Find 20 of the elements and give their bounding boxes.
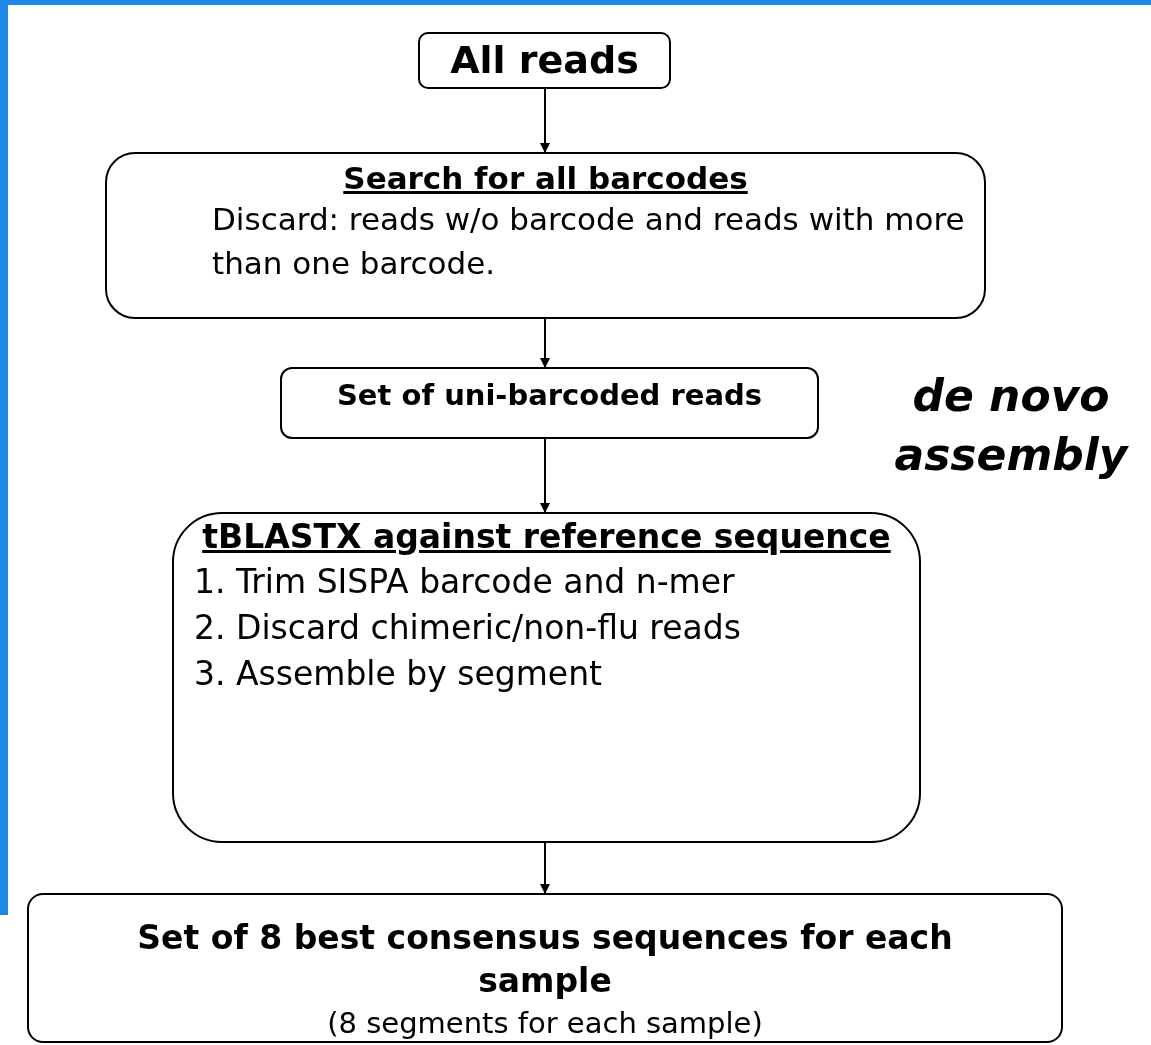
process-box bbox=[280, 367, 819, 439]
box-heading: Set of uni-barcoded reads bbox=[337, 377, 762, 414]
box-heading: tBLASTX against reference sequence bbox=[202, 516, 891, 558]
box-text: Discard: reads w/o barcode and reads with more than one barcode. bbox=[212, 200, 966, 283]
list-item: 1. Trim SISPA barcode and n-mer bbox=[194, 560, 735, 603]
side-note: de novo assembly bbox=[893, 369, 1130, 483]
arrow bbox=[540, 842, 550, 894]
arrow bbox=[540, 438, 550, 513]
process-box bbox=[27, 893, 1063, 1043]
process-box bbox=[418, 32, 671, 89]
process-box bbox=[172, 512, 921, 843]
box-heading: All reads bbox=[450, 36, 639, 84]
list-item: 2. Discard chimeric/non-flu reads bbox=[194, 607, 741, 650]
process-box bbox=[105, 152, 986, 319]
arrow bbox=[540, 318, 550, 368]
box-text: (8 segments for each sample) bbox=[327, 1004, 763, 1042]
arrow bbox=[540, 88, 550, 153]
list-item: 3. Assemble by segment bbox=[194, 653, 602, 696]
box-heading: Search for all barcodes bbox=[343, 159, 748, 198]
box-heading: Set of 8 best consensus sequences for each sample bbox=[136, 917, 954, 1002]
